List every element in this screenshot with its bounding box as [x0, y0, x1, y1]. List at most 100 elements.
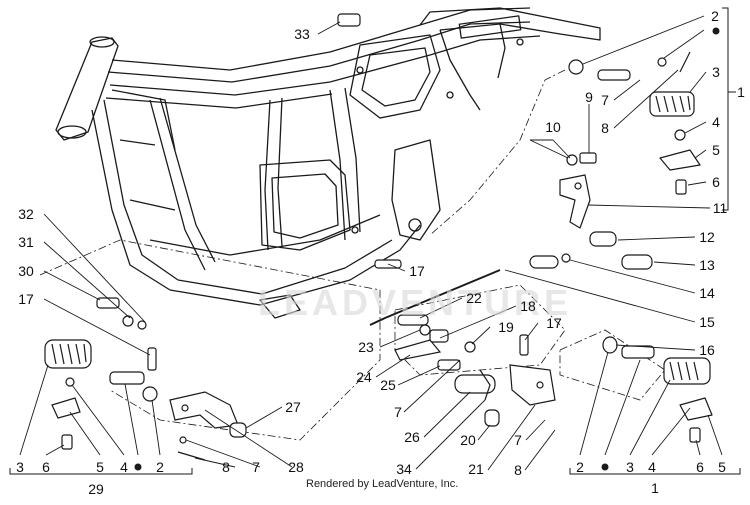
- leader-7-right: [525, 419, 546, 441]
- leader-3-bottom: [629, 379, 671, 456]
- callout-10: 10: [545, 119, 561, 135]
- callout-32: 32: [18, 206, 34, 222]
- leader-33: [317, 21, 341, 35]
- callout-5-top: 5: [712, 142, 720, 158]
- mid-post: [264, 99, 271, 251]
- callout-4-left: 4: [120, 459, 128, 475]
- leader-26: [423, 391, 471, 438]
- gusset-hole-4: [351, 226, 359, 234]
- leader-30: [43, 270, 101, 301]
- down-tube-front: [91, 109, 171, 291]
- callout-5-left: 5: [96, 459, 104, 475]
- washer-31: [122, 315, 134, 327]
- callout-1-bottom: 1: [651, 480, 659, 496]
- cross-tube-1: [111, 89, 176, 151]
- leader-34: [415, 399, 486, 470]
- callout-31: 31: [18, 234, 34, 250]
- callout-11: 11: [712, 200, 728, 216]
- leader-17-center: [524, 322, 539, 341]
- gusset-hole-1: [516, 38, 524, 46]
- right-rear-peg-body: [663, 357, 711, 385]
- spring-34: [479, 369, 491, 401]
- leader-dot-bottom: [604, 359, 641, 456]
- render-credit: Rendered by LeadVenture, Inc.: [306, 478, 459, 490]
- leader-5-left: [69, 411, 101, 456]
- leader-4-top: [684, 121, 707, 134]
- left-peg-bracket: [51, 397, 81, 419]
- leader-8-right: [524, 429, 556, 471]
- callout-5-bottom: 5: [718, 459, 726, 475]
- cross-tube-2: [119, 139, 156, 146]
- callout-7-top: 7: [601, 92, 609, 108]
- left-peg-pin: [109, 371, 145, 385]
- callout-3-left: 3: [16, 459, 24, 475]
- bracket-group-1-bottom: [569, 468, 741, 475]
- callout-23: 23: [358, 339, 374, 355]
- leader-25: [397, 365, 441, 386]
- top-tube-left-2: [105, 93, 333, 109]
- callout-2-top: 2: [711, 8, 719, 24]
- callout-4-bottom: 4: [648, 459, 656, 475]
- small-part-33: [337, 13, 361, 27]
- kit-dot-bottom: [601, 463, 609, 471]
- leader-lines: [19, 15, 723, 471]
- leader-4-left: [71, 384, 125, 456]
- clip-28: [177, 451, 206, 461]
- leader-14: [569, 259, 696, 294]
- right-peg-washer: [568, 59, 584, 75]
- leader-18: [439, 305, 517, 339]
- right-peg-pin: [597, 69, 631, 81]
- kit-dot-left: [134, 463, 142, 471]
- callout-17-frame: 17: [409, 263, 425, 279]
- headstock: [55, 37, 119, 141]
- bolt-25: [437, 359, 461, 371]
- callout-6-left: 6: [42, 459, 50, 475]
- group-brackets: [9, 7, 741, 475]
- rear-post-2: [344, 87, 361, 233]
- callout-7-left: 7: [252, 459, 260, 475]
- bolt-9: [579, 152, 597, 164]
- leader-21: [487, 404, 536, 471]
- pivot-12: [589, 231, 617, 247]
- right-peg-small-washer: [657, 57, 667, 67]
- leader-31: [43, 241, 131, 319]
- callout-21: 21: [468, 461, 484, 477]
- callout-7-center: 7: [394, 404, 402, 420]
- leader-dot-left: [124, 383, 139, 456]
- right-footpeg-assembly: [369, 51, 713, 443]
- lower-cradle: [169, 224, 421, 306]
- callout-4-top: 4: [712, 114, 720, 130]
- leader-7-center: [403, 359, 461, 413]
- callout-7-right: 7: [514, 432, 522, 448]
- kit-dots: [134, 27, 720, 471]
- callout-24: 24: [356, 369, 372, 385]
- right-peg-bracket-plate: [659, 149, 701, 171]
- leader-13: [653, 261, 696, 266]
- callout-8-top: 8: [601, 120, 609, 136]
- callout-22: 22: [466, 290, 482, 306]
- callout-2-bottom: 2: [576, 459, 584, 475]
- leader-2-left: [151, 399, 161, 456]
- shifter-assembly: [374, 259, 556, 427]
- bracket-11-hole: [574, 182, 582, 190]
- pivot-hole: [408, 218, 422, 232]
- lower-cradle-inner: [149, 214, 381, 256]
- plate-21-hole: [536, 381, 544, 389]
- lower-cradle-2: [177, 239, 393, 295]
- center-box: [349, 34, 441, 119]
- callout-29: 29: [88, 481, 104, 497]
- top-tube-upper: [111, 7, 531, 71]
- callout-8-left: 8: [222, 459, 230, 475]
- down-tube-front-2: [103, 99, 179, 281]
- callout-30: 30: [18, 263, 34, 279]
- gusset-hole-2: [446, 91, 454, 99]
- plate-21: [509, 364, 556, 406]
- center-box-inner: [361, 47, 431, 107]
- callout-33: 33: [294, 26, 310, 42]
- left-main-bracket: [169, 391, 239, 429]
- leader-7-left: [185, 439, 261, 468]
- callout-8-right: 8: [514, 462, 522, 478]
- callout-6-bottom: 6: [696, 459, 704, 475]
- leader-15: [504, 269, 696, 323]
